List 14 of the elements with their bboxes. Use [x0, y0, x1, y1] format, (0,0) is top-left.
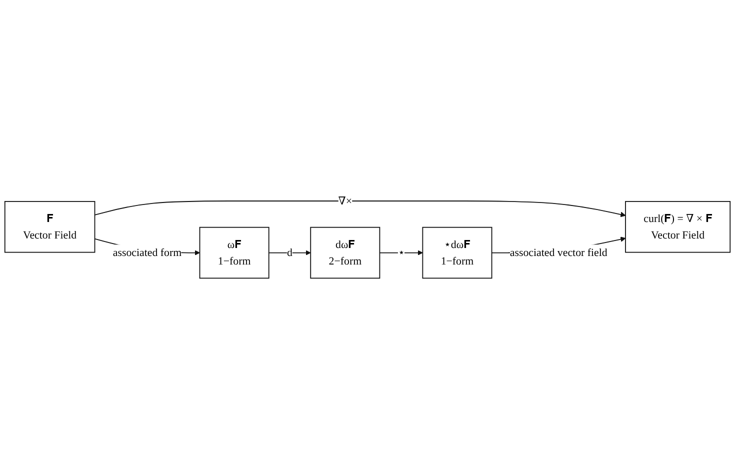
node-box — [625, 202, 731, 254]
edge-label: ⋆ — [398, 246, 405, 259]
edge-label: associated form — [112, 246, 182, 259]
arrow — [268, 250, 311, 256]
edge-label: ∇× — [338, 195, 352, 208]
node-box — [199, 227, 270, 280]
node-box — [310, 227, 380, 280]
edge-label: associated vector field — [510, 246, 608, 259]
node-box — [4, 202, 96, 254]
diagram: ∇× associated form d ⋆ associated vector field 𝐅 Vector Field curl(𝐅) = ∇ × 𝐅 Vector Field ω𝐅 1−form dω𝐅 2−form ⋆dω𝐅 1−form — [0, 188, 735, 284]
arrow — [379, 250, 423, 256]
edge-label: d — [287, 246, 292, 259]
node-box — [422, 227, 492, 280]
arrow — [94, 201, 626, 218]
